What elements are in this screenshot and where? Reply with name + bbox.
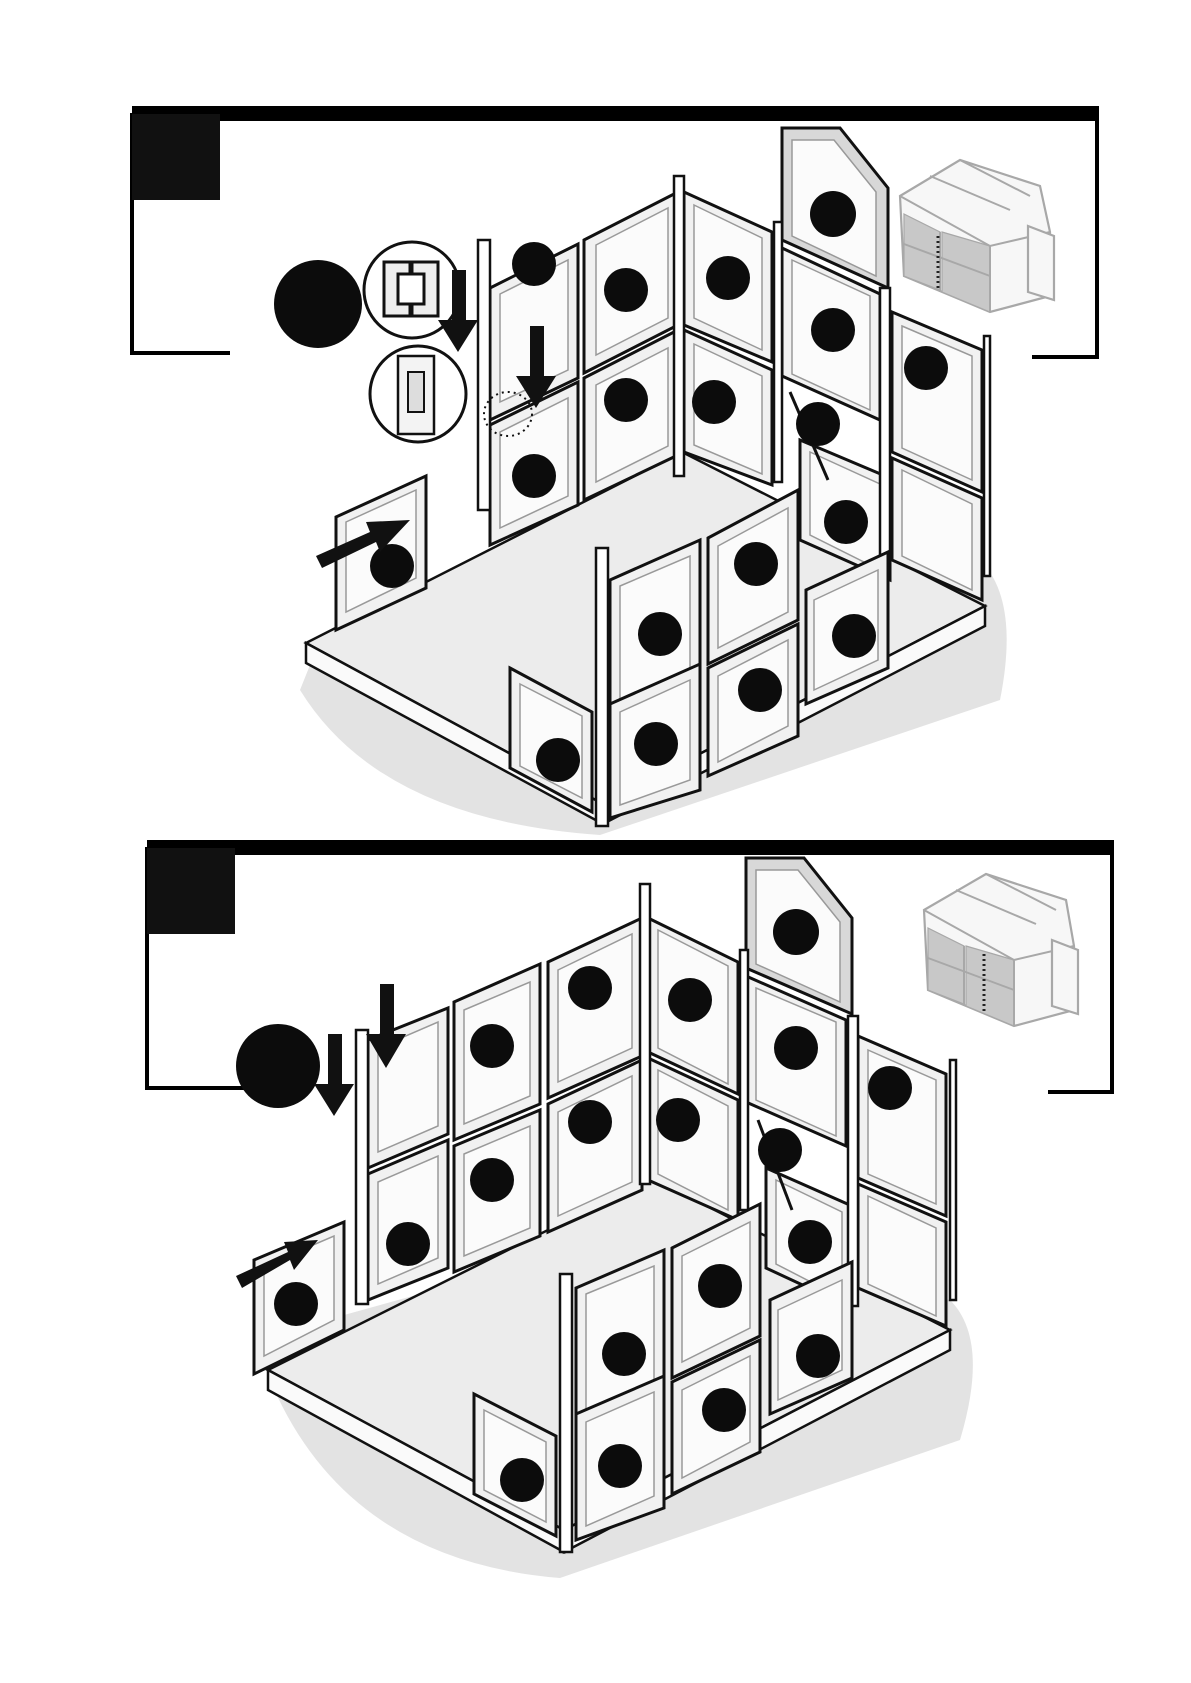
step-2-header-bar xyxy=(147,840,1114,855)
part-marker-icon xyxy=(638,612,682,656)
clip-detail-icon xyxy=(370,346,466,442)
part-marker-icon xyxy=(470,1158,514,1202)
step-1-front-post xyxy=(596,548,608,826)
part-marker-icon xyxy=(868,1066,912,1110)
part-marker-icon xyxy=(512,242,556,286)
step-2-post xyxy=(740,950,748,1210)
part-marker-icon xyxy=(811,308,855,352)
step-2-left-post xyxy=(356,1030,368,1304)
step-2-post-right xyxy=(950,1060,956,1300)
part-marker-icon xyxy=(568,1100,612,1144)
step-2-number-box xyxy=(147,848,235,934)
part-marker-icon xyxy=(758,1128,802,1172)
part-marker-icon xyxy=(604,378,648,422)
step-1-post-mid xyxy=(880,288,890,578)
step-2-callout-marker xyxy=(236,1024,320,1108)
part-marker-icon xyxy=(824,500,868,544)
part-marker-icon xyxy=(796,1334,840,1378)
step-1-header-bar xyxy=(132,106,1099,121)
part-marker-icon xyxy=(706,256,750,300)
part-marker-icon xyxy=(698,1264,742,1308)
part-marker-icon xyxy=(810,191,856,237)
part-marker-icon xyxy=(788,1220,832,1264)
part-marker-icon xyxy=(738,668,782,712)
part-marker-icon xyxy=(602,1332,646,1376)
part-marker-icon xyxy=(702,1388,746,1432)
step-2-corner-post xyxy=(640,884,650,1184)
part-marker-icon xyxy=(512,454,556,498)
part-marker-icon xyxy=(274,1282,318,1326)
arrow-icon xyxy=(314,1034,354,1116)
step-1-post-right xyxy=(984,336,990,576)
part-marker-icon xyxy=(634,722,678,766)
part-marker-icon xyxy=(832,614,876,658)
part-marker-icon xyxy=(370,544,414,588)
part-marker-icon xyxy=(598,1444,642,1488)
part-marker-icon xyxy=(796,402,840,446)
part-marker-icon xyxy=(656,1098,700,1142)
part-marker-icon xyxy=(904,346,948,390)
step-1-number-box xyxy=(132,114,220,200)
part-marker-icon xyxy=(734,542,778,586)
step-1-left-post xyxy=(478,240,490,510)
part-marker-icon xyxy=(470,1024,514,1068)
step-figure-2 xyxy=(147,840,1114,1578)
part-marker-icon xyxy=(773,909,819,955)
greenhouse-thumbnail-icon xyxy=(924,874,1078,1026)
part-marker-icon xyxy=(668,978,712,1022)
part-marker-icon xyxy=(500,1458,544,1502)
step-2-front-post xyxy=(560,1274,572,1552)
step-1-corner-post xyxy=(674,176,684,476)
part-marker-icon xyxy=(774,1026,818,1070)
step-1-post xyxy=(774,222,782,482)
part-marker-icon xyxy=(692,380,736,424)
greenhouse-thumbnail-icon xyxy=(900,160,1054,312)
part-marker-icon xyxy=(568,966,612,1010)
step-figure-1 xyxy=(132,106,1099,835)
part-marker-icon xyxy=(536,738,580,782)
part-marker-icon xyxy=(604,268,648,312)
step-1-callout-marker xyxy=(274,260,362,348)
part-marker-icon xyxy=(386,1222,430,1266)
